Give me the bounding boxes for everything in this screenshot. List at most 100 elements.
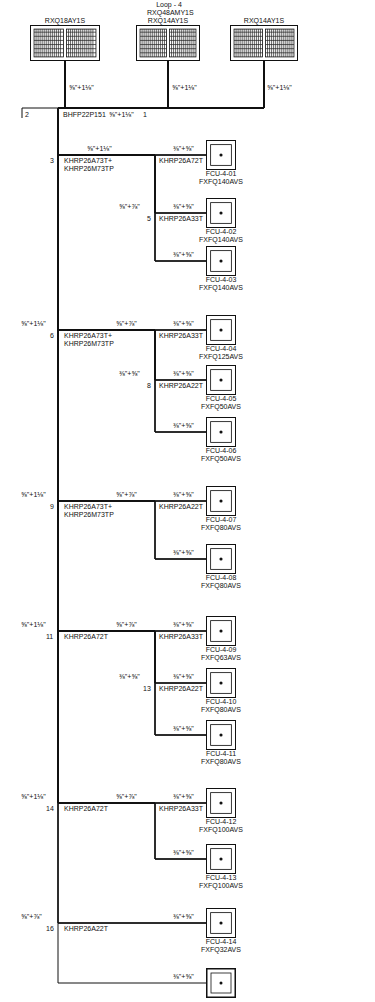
unit-model: FXFQ80AVS (191, 582, 251, 590)
refrigerant-pipe (58, 61, 206, 432)
cassette-panel (207, 669, 235, 697)
unit-model: FXFQ50AVS (191, 455, 251, 463)
diagram-title: Loop - 4 (128, 1, 210, 9)
callout-number: 2 (24, 111, 30, 119)
callout-number: 1 (142, 111, 148, 119)
outdoor-unit: RXQ14AY1S (136, 17, 200, 61)
indoor-unit-casing (206, 198, 236, 228)
indoor-unit-casing (206, 788, 236, 818)
pipe-size: ⅜"+⅝" (172, 973, 195, 981)
refrigerant-pipe (58, 61, 206, 213)
unit-model: FXFQ80AVS (191, 758, 251, 766)
pipe-size: ⅝"+⅞" (115, 491, 138, 499)
unit-tag: FCU-4-08 (191, 574, 251, 582)
refrigerant-pipe (58, 61, 264, 859)
pipe-size: ⅝"+1⅛" (20, 621, 47, 629)
refnet-joint: KHRP26A33T (158, 332, 204, 340)
main-pipe (58, 923, 206, 983)
unit-tag: FCU-4-09 (191, 646, 251, 654)
indoor-unit-casing (206, 486, 236, 516)
pipe-size: ⅝"+⅞" (115, 793, 138, 801)
refrigerant-pipe (58, 61, 264, 631)
unit-tag: FCU-4-14 (191, 938, 251, 946)
cassette-panel (207, 721, 235, 749)
cassette-panel (207, 845, 235, 873)
cassette-panel (207, 617, 235, 645)
unit-model: FXFQ100AVS (191, 882, 251, 890)
refnet-joint: KHRP26A73T+ (63, 503, 113, 511)
cassette-panel (207, 789, 235, 817)
pipe-size: ⅝"+⅞" (115, 621, 138, 629)
cassette-panel (207, 199, 235, 227)
unit-tag: FCU-4-02 (191, 228, 251, 236)
unit-tag: FCU-4-07 (191, 516, 251, 524)
unit-tag: FCU-4-06 (191, 447, 251, 455)
pipe-size: ⅝"+1⅛" (108, 111, 135, 119)
pipe-size: ⅜"+⅝" (172, 251, 195, 259)
pipe-size: ⅜"+⅝" (172, 673, 195, 681)
pipe-size: ⅝"+1⅛" (266, 84, 293, 92)
refnet-joint: KHRP26A33T (158, 805, 204, 813)
unit-model: RXQ14AY1S (136, 17, 200, 25)
cassette-panel (207, 545, 235, 573)
refrigerant-pipe (58, 61, 206, 559)
refrigerant-pipe (58, 61, 206, 859)
outdoor-unit-casing (30, 25, 100, 61)
cassette-panel (207, 141, 235, 169)
refrigerant-pipe (58, 61, 206, 923)
pipe-size: ⅝"+1⅛" (86, 145, 113, 153)
indoor-unit-casing (206, 668, 236, 698)
indoor-unit: FCU-4-11FXFQ80AVS (191, 720, 251, 766)
callout-number: 8 (146, 382, 152, 390)
refrigerant-pipe (58, 61, 206, 380)
unit-tag: FCU-4-05 (191, 395, 251, 403)
indoor-unit-casing (206, 720, 236, 750)
indoor-unit: FCU-4-08FXFQ80AVS (191, 544, 251, 590)
callout-number: 6 (49, 332, 55, 340)
refrigerant-pipe (58, 61, 206, 380)
refnet-joint: KHRP26A73T+ (63, 157, 113, 165)
refrigerant-pipe (58, 61, 264, 735)
indoor-unit-casing (206, 616, 236, 646)
fan-grille (31, 26, 99, 60)
refrigerant-pipe (58, 61, 206, 261)
unit-model: FXFQ32AVS (191, 946, 251, 954)
callout-number: 9 (49, 503, 55, 511)
pipe-size: ⅝"+⅞" (118, 203, 141, 211)
refrigerant-pipe (58, 61, 264, 432)
cassette-panel (207, 909, 235, 937)
refnet-joint: KHRP26A72T (63, 805, 109, 813)
pipe-size: ⅜"+⅝" (172, 913, 195, 921)
unit-model: RXQ14AY1S (230, 17, 298, 25)
unit-model: FXFQ140AVS (191, 236, 251, 244)
refrigerant-pipe (58, 61, 264, 380)
outdoor-unit-casing (136, 25, 200, 61)
unit-model: FXFQ100AVS (191, 826, 251, 834)
refnet-joint: KHRP26A22T (63, 925, 109, 933)
fan-grille (231, 26, 297, 60)
refrigerant-pipe (58, 61, 264, 923)
unit-model: FXFQ50AVS (191, 403, 251, 411)
indoor-unit-casing (206, 315, 236, 345)
refrigerant-pipe (58, 61, 264, 559)
refrigerant-pipe (58, 61, 206, 501)
unit-model: FXFQ125AVS (191, 353, 251, 361)
refrigerant-pipe (58, 61, 206, 631)
cassette-panel (207, 247, 235, 275)
unit-tag: FCU-4-12 (191, 818, 251, 826)
unit-tag: FCU-4-04 (191, 345, 251, 353)
refrigerant-pipe (58, 61, 206, 631)
pipe-size: ⅜"+⅝" (172, 793, 195, 801)
cassette-panel (207, 366, 235, 394)
pipe-size: ⅝"+⅞" (20, 913, 43, 921)
pipe-size: ⅜"+⅝" (172, 145, 195, 153)
callout-number: 3 (49, 157, 55, 165)
refnet-joint: KHRP26A33T (158, 215, 204, 223)
unit-tag: FCU-4-11 (191, 750, 251, 758)
pipe-size: ⅝"+1⅛" (20, 320, 47, 328)
callout-number: 16 (45, 925, 55, 933)
pipe-size: ⅝"+1⅛" (171, 84, 198, 92)
refnet-joint: KHRP26A22T (158, 382, 204, 390)
indoor-unit: FCU-4-03FXFQ140AVS (191, 246, 251, 292)
refrigerant-pipe (58, 61, 206, 735)
